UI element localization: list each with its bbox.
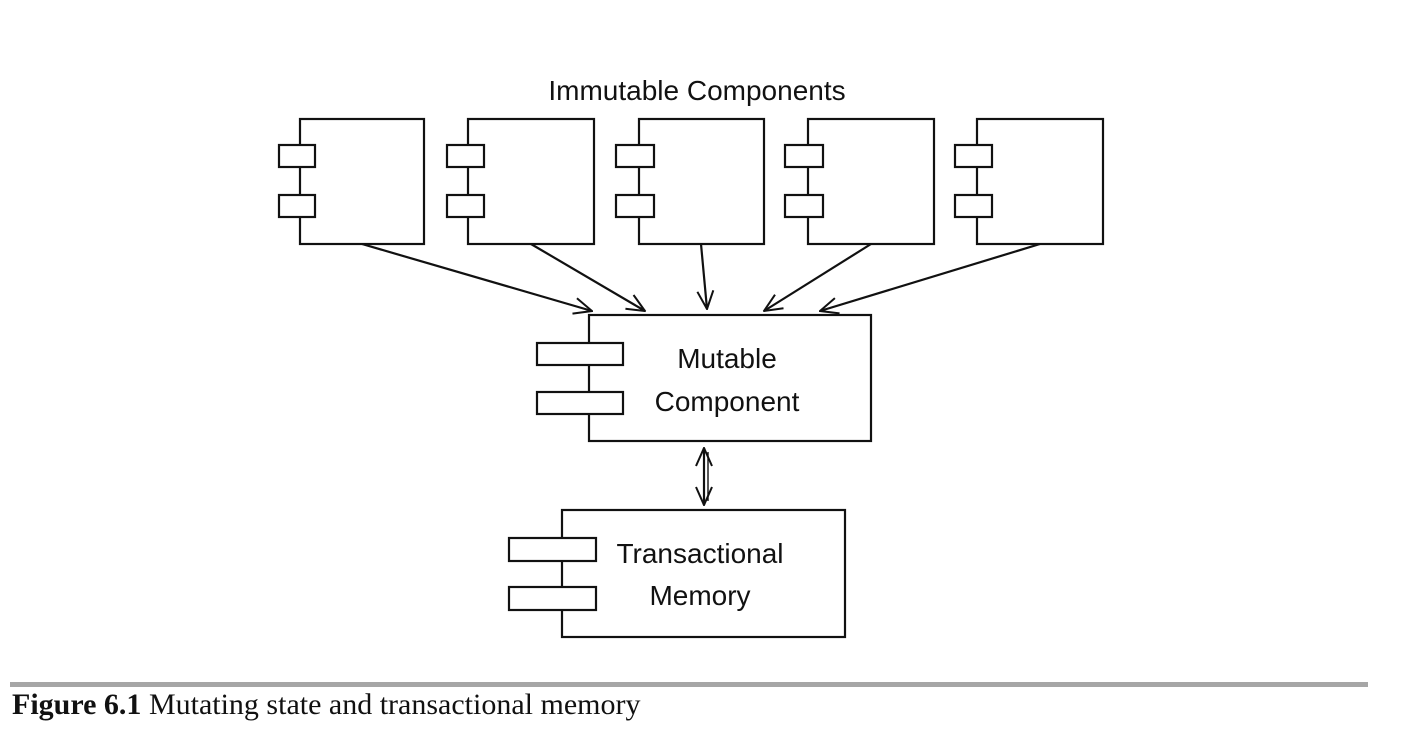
component-port-top	[445, 143, 486, 169]
component-port-bottom	[614, 193, 656, 219]
immutable-component-3	[614, 117, 766, 246]
mutable-component-label-line1: Mutable	[677, 343, 777, 374]
immutable-components-label: Immutable Components	[548, 75, 845, 106]
mutable-component	[535, 313, 873, 443]
immutable-component-2	[445, 117, 596, 246]
arrow-immutable-5-to-mutable	[820, 242, 1041, 311]
immutable-component-1	[277, 117, 426, 246]
component-port-top	[783, 143, 825, 169]
component-port-bottom	[507, 585, 598, 612]
component-port-bottom	[445, 193, 486, 219]
caption-divider	[10, 682, 1368, 687]
transactional-memory-label-line2: Memory	[649, 580, 750, 611]
transactional-memory-label-line1: Transactional	[616, 538, 783, 569]
arrow-immutable-1-to-mutable	[361, 242, 592, 311]
component-port-bottom	[277, 193, 317, 219]
arrow-immutable-4-to-mutable	[764, 243, 872, 311]
figure-caption-text: Mutating state and transactional memory	[148, 688, 641, 721]
component-port-top	[614, 143, 656, 169]
component-port-bottom	[953, 193, 994, 219]
component-port-top	[535, 341, 625, 367]
immutable-component-5	[953, 117, 1105, 246]
figure-number: Figure 6.1	[12, 688, 142, 721]
figure-caption: Figure 6.1 Mutating state and transactio…	[12, 688, 640, 722]
component-port-bottom	[535, 390, 625, 416]
immutable-component-4	[783, 117, 936, 246]
component-port-bottom	[783, 193, 825, 219]
component-port-top	[277, 143, 317, 169]
component-port-top	[953, 143, 994, 169]
transactional-memory	[507, 508, 847, 639]
arrow-immutable-3-to-mutable	[701, 243, 707, 309]
component-port-top	[507, 536, 598, 563]
arrow-immutable-2-to-mutable	[530, 243, 645, 311]
mutable-component-label-line2: Component	[655, 386, 800, 417]
